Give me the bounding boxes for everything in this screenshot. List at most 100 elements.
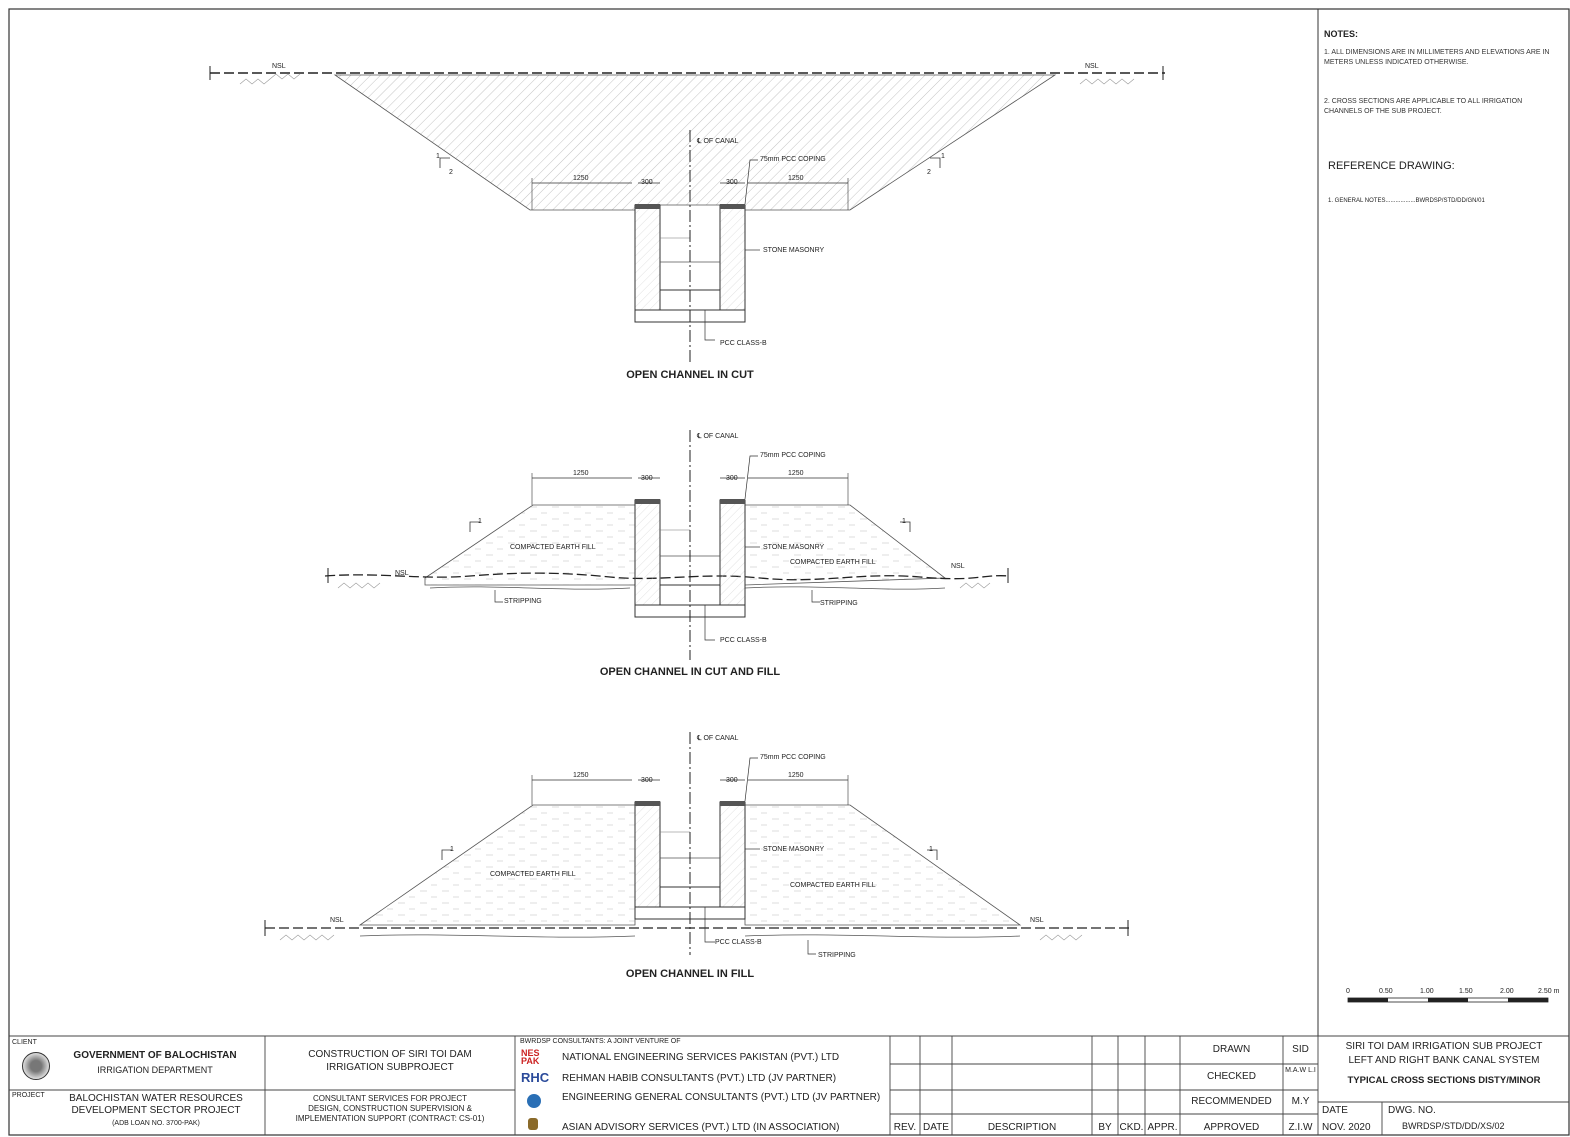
ckd-header: CKD. xyxy=(1119,1122,1144,1133)
scale-label: 2.50 m xyxy=(1538,988,1560,995)
date-value: NOV. 2020 xyxy=(1322,1122,1371,1133)
dim-label: 1250 xyxy=(573,470,589,477)
client-name: GOVERNMENT OF BALOCHISTAN xyxy=(73,1050,237,1061)
date-header: DATE xyxy=(923,1122,949,1133)
date-label: DATE xyxy=(1322,1105,1348,1116)
section-title: OPEN CHANNEL IN CUT AND FILL xyxy=(599,666,781,678)
scale-label: 0 xyxy=(1346,988,1350,995)
dim-label: 300 xyxy=(641,475,653,482)
government-logo-icon xyxy=(22,1052,50,1080)
centerline-label: ℄ OF CANAL xyxy=(697,138,739,145)
ngl-label: NSL xyxy=(1030,917,1044,924)
coping-label: 75mm PCC COPING xyxy=(760,754,826,761)
compacted-fill-label: COMPACTED EARTH FILL xyxy=(790,559,876,566)
stripping-label: STRIPPING xyxy=(820,600,858,607)
slope-label: 2 xyxy=(449,169,453,176)
ngl-label: NSL xyxy=(330,917,344,924)
drawing-title: LEFT AND RIGHT BANK CANAL SYSTEM xyxy=(1348,1055,1540,1066)
approval-role: APPROVED xyxy=(1203,1122,1260,1133)
reference-heading: REFERENCE DRAWING: xyxy=(1328,160,1455,172)
slope-label: 1 xyxy=(436,153,440,160)
nespak-logo-icon: NES PAK xyxy=(521,1048,540,1066)
scale-label: 0.50 xyxy=(1379,988,1393,995)
dim-label: 300 xyxy=(641,179,653,186)
compacted-fill-label: COMPACTED EARTH FILL xyxy=(490,871,576,878)
project-label: PROJECT xyxy=(12,1092,45,1099)
egc-logo-icon xyxy=(527,1094,541,1108)
reference-item: 1. GENERAL NOTES..................BWRDSP… xyxy=(1328,198,1485,204)
dim-label: 300 xyxy=(726,179,738,186)
dim-label: 300 xyxy=(726,475,738,482)
ngl-label: NSL xyxy=(951,563,965,570)
ngl-line xyxy=(324,572,1011,581)
dim-label: 300 xyxy=(641,777,653,784)
scale-bar xyxy=(1347,997,1549,1003)
section-fill xyxy=(264,732,1130,955)
slope-label: 2 xyxy=(927,169,931,176)
dwg-label: DWG. NO. xyxy=(1388,1105,1436,1116)
dim-label: 1250 xyxy=(788,772,804,779)
ngl-label: NSL xyxy=(395,570,409,577)
appr-header: APPR. xyxy=(1147,1122,1178,1133)
rev-header: REV. xyxy=(893,1122,917,1133)
coping-label: 75mm PCC COPING xyxy=(760,452,826,459)
consultant-name: ENGINEERING GENERAL CONSULTANTS (PVT.) L… xyxy=(562,1092,881,1103)
notes-heading: NOTES: xyxy=(1324,29,1359,39)
slope-label: 1 xyxy=(902,518,906,525)
services-text: DESIGN, CONSTRUCTION SUPERVISION & xyxy=(308,1104,472,1113)
stripping-label: STRIPPING xyxy=(504,598,542,605)
cut-excavation-hatch xyxy=(333,74,1057,211)
centerline-label: ℄ OF CANAL xyxy=(697,433,739,440)
pcc-label: PCC CLASS-B xyxy=(720,340,767,347)
consultant-name: ASIAN ADVISORY SERVICES (PVT.) LTD (IN A… xyxy=(562,1122,840,1133)
dim-label: 1250 xyxy=(788,470,804,477)
drawing-title: TYPICAL CROSS SECTIONS DISTY/MINOR xyxy=(1347,1075,1541,1086)
dwg-number: BWRDSP/STD/DD/XS/02 xyxy=(1402,1121,1505,1131)
client-dept: IRRIGATION DEPARTMENT xyxy=(97,1065,213,1075)
work-title: CONSTRUCTION OF SIRI TOI DAM xyxy=(308,1049,472,1060)
slope-label: 1 xyxy=(478,518,482,525)
project-name: BALOCHISTAN WATER RESOURCES xyxy=(69,1093,243,1104)
compacted-fill-label: COMPACTED EARTH FILL xyxy=(790,882,876,889)
coping-label: 75mm PCC COPING xyxy=(760,156,826,163)
slope-label: 1 xyxy=(941,153,945,160)
centerline-label: ℄ OF CANAL xyxy=(697,735,739,742)
project-name: DEVELOPMENT SECTOR PROJECT xyxy=(71,1105,241,1116)
client-label: CLIENT xyxy=(12,1039,37,1046)
slope-label: 1 xyxy=(450,846,454,853)
dim-label: 1250 xyxy=(573,175,589,182)
embankment-right xyxy=(744,804,1022,926)
approval-by: M.Y xyxy=(1291,1096,1310,1107)
approval-by: Z.I.W xyxy=(1288,1122,1313,1133)
section-title: OPEN CHANNEL IN FILL xyxy=(625,968,755,980)
note-item: 1. ALL DIMENSIONS ARE IN MILLIMETERS AND… xyxy=(1324,49,1550,66)
stripping-label: STRIPPING xyxy=(818,952,856,959)
services-text: IMPLEMENTATION SUPPORT (CONTRACT: CS-01) xyxy=(295,1114,485,1123)
approval-by: M.A.W L.I xyxy=(1285,1067,1316,1074)
approval-role: DRAWN xyxy=(1212,1044,1251,1055)
scale-label: 1.50 xyxy=(1459,988,1473,995)
slope-label: 1 xyxy=(929,846,933,853)
services-text: CONSULTANT SERVICES FOR PROJECT xyxy=(312,1094,468,1103)
section-title: OPEN CHANNEL IN CUT xyxy=(626,369,754,381)
masonry-label: STONE MASONRY xyxy=(763,247,825,254)
title-block-grid xyxy=(9,1035,1569,1135)
compacted-fill-label: COMPACTED EARTH FILL xyxy=(510,544,596,551)
ngl-label: NSL xyxy=(272,63,286,70)
dim-label: 1250 xyxy=(573,772,589,779)
by-header: BY xyxy=(1098,1122,1112,1133)
embankment-left xyxy=(358,804,636,926)
sheet-border xyxy=(8,8,1570,1136)
scale-label: 1.00 xyxy=(1420,988,1434,995)
dim-label: 300 xyxy=(726,777,738,784)
approval-role: RECOMMENDED xyxy=(1191,1096,1272,1107)
work-title: IRRIGATION SUBPROJECT xyxy=(326,1062,454,1073)
pcc-label: PCC CLASS-B xyxy=(720,637,767,644)
project-loan: (ADB LOAN NO. 3700-PAK) xyxy=(112,1120,200,1127)
consultant-name: NATIONAL ENGINEERING SERVICES PAKISTAN (… xyxy=(562,1052,840,1063)
section-cut xyxy=(209,66,1165,365)
aas-logo-icon xyxy=(528,1118,538,1130)
approval-role: CHECKED xyxy=(1207,1071,1256,1082)
ngl-label: NSL xyxy=(1085,63,1099,70)
